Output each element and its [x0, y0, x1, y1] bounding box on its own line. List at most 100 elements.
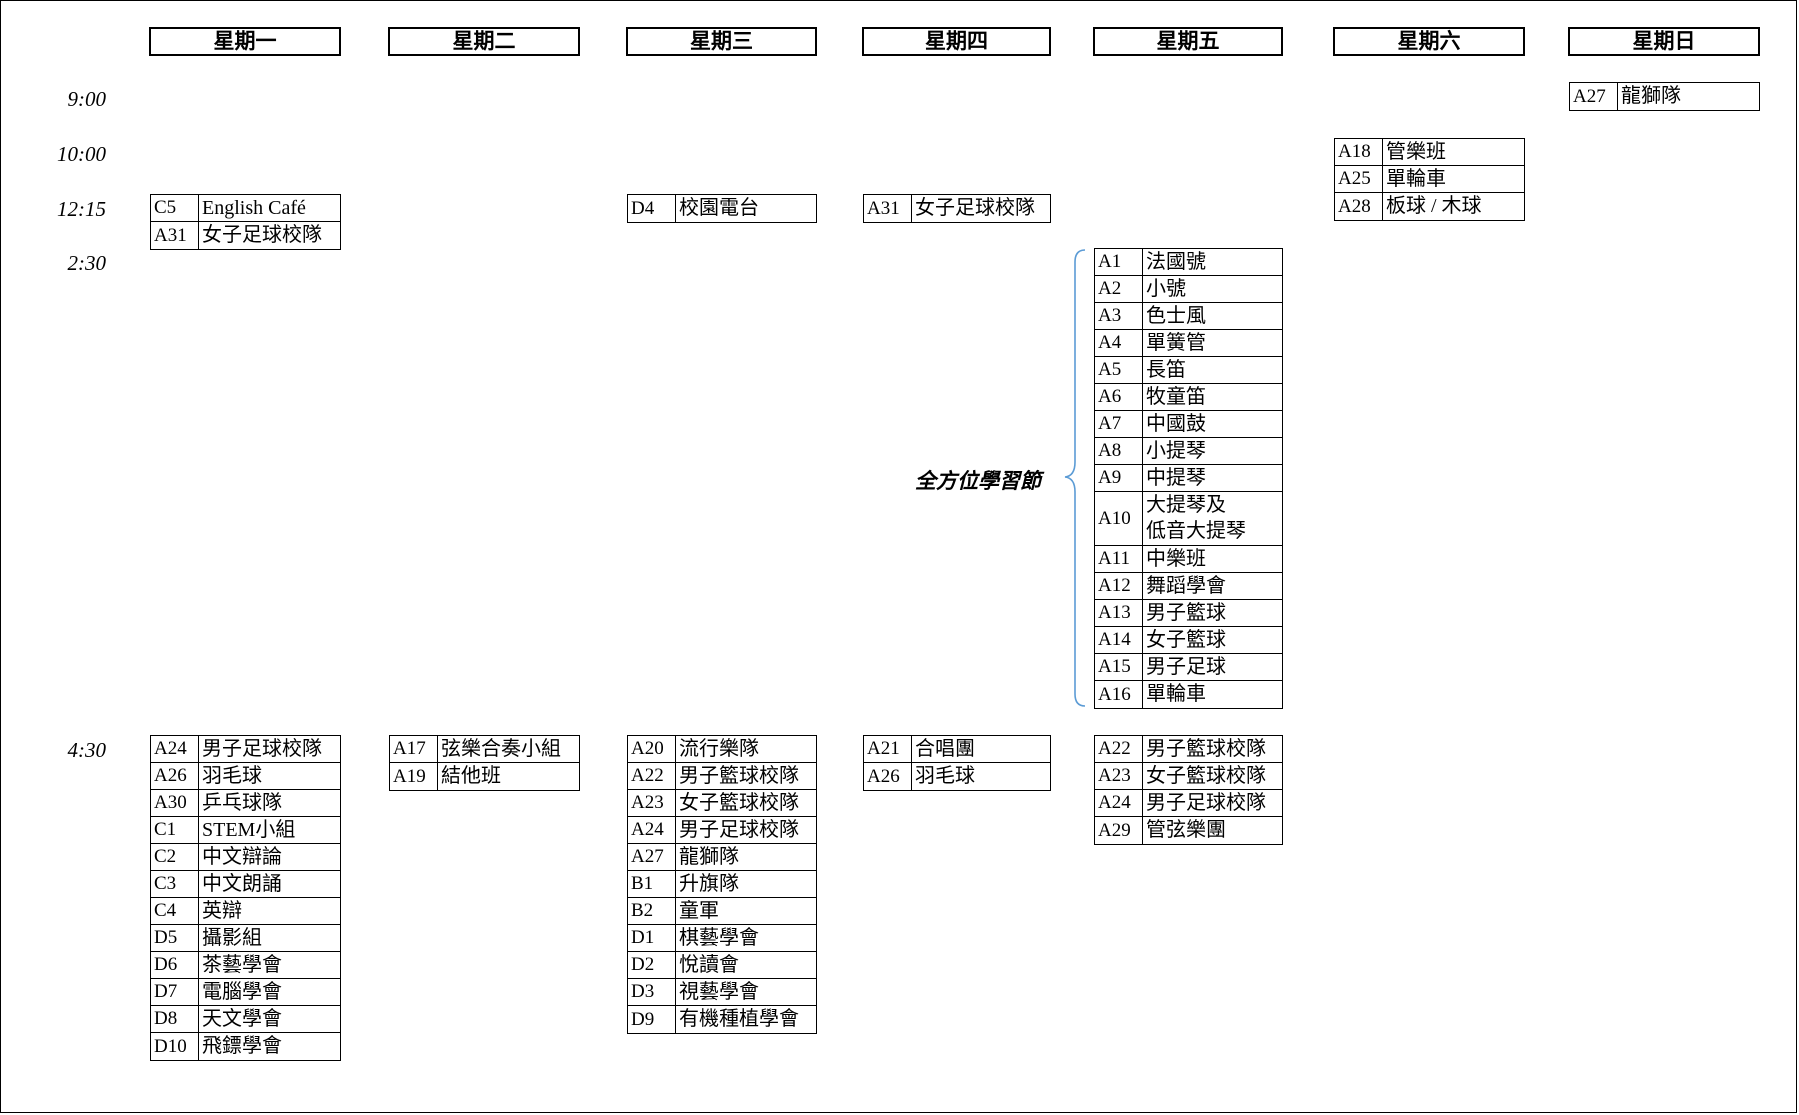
activity-name-line: 大提琴及 — [1146, 494, 1226, 516]
activity-name-line: 童軍 — [679, 900, 719, 922]
activity-name-line: 校園電台 — [679, 197, 759, 219]
activity-code: A31 — [151, 222, 199, 249]
activity-name: 女子籃球 — [1143, 627, 1282, 653]
activity-name-line: 女子籃球 — [1146, 629, 1226, 651]
activity-name-line: 長笛 — [1146, 359, 1186, 381]
activity-name: 羽毛球 — [199, 763, 340, 789]
activity-code: A4 — [1095, 330, 1143, 356]
activity-name-line: 管弦樂團 — [1146, 819, 1226, 841]
activity-name-line: 合唱團 — [915, 738, 975, 760]
activity-code: A17 — [390, 736, 438, 762]
activity-code: D6 — [151, 952, 199, 978]
activity-name: 中文辯論 — [199, 844, 340, 870]
bracket-label: 全方位學習節 — [915, 469, 1041, 493]
activity-code: C2 — [151, 844, 199, 870]
activity-code: D9 — [628, 1006, 676, 1033]
time-label-0230: 2:30 — [67, 251, 107, 275]
activity-name: 女子籃球校隊 — [676, 790, 816, 816]
activity-name-line: 女子籃球校隊 — [1146, 765, 1266, 787]
day-header-wed: 星期三 — [626, 27, 817, 56]
activity-name-line: English Café — [202, 197, 306, 219]
activity-name-line: 流行樂隊 — [679, 738, 759, 760]
activity-name-line: 乒乓球隊 — [202, 792, 282, 814]
activity-code: A9 — [1095, 465, 1143, 491]
activity-code: A24 — [628, 817, 676, 843]
activity-name: 中文朗誦 — [199, 871, 340, 897]
activity-name-line: 管樂班 — [1386, 141, 1446, 163]
activity-name: English Café — [199, 195, 340, 221]
activity-name-line: 飛鏢學會 — [202, 1035, 282, 1057]
activity-name-line: 英辯 — [202, 900, 242, 922]
activity-name: 中提琴 — [1143, 465, 1282, 491]
activity-name: 茶藝學會 — [199, 952, 340, 978]
activity-name-line: 茶藝學會 — [202, 954, 282, 976]
activity-name: 女子足球校隊 — [199, 222, 340, 249]
activity-name-line: 弦樂合奏小組 — [441, 738, 561, 760]
activity-name: 男子籃球 — [1143, 600, 1282, 626]
activity-code: C5 — [151, 195, 199, 221]
activity-code: A28 — [1335, 193, 1383, 220]
activity-name-line: 男子籃球校隊 — [1146, 738, 1266, 760]
activity-name: 悅讀會 — [676, 952, 816, 978]
activity-name-line: 法國號 — [1146, 251, 1206, 273]
activity-name: 男子足球校隊 — [676, 817, 816, 843]
activity-name: 合唱團 — [912, 736, 1050, 762]
activity-name: 弦樂合奏小組 — [438, 736, 579, 762]
activity-name-line: 單輪車 — [1146, 683, 1206, 705]
activity-code: A27 — [1570, 83, 1618, 110]
activity-code: B1 — [628, 871, 676, 897]
activity-name: 單輪車 — [1383, 166, 1524, 192]
activity-name: 攝影組 — [199, 925, 340, 951]
activity-name-line: 女子足球校隊 — [915, 197, 1035, 219]
activity-name-line: 龍獅隊 — [679, 846, 739, 868]
activity-name: 男子籃球校隊 — [676, 763, 816, 789]
day-header-sun: 星期日 — [1568, 27, 1760, 56]
activity-name: 龍獅隊 — [1618, 83, 1759, 110]
activity-name: 乒乓球隊 — [199, 790, 340, 816]
activity-code: A8 — [1095, 438, 1143, 464]
activity-code: A22 — [628, 763, 676, 789]
activity-name: 舞蹈學會 — [1143, 573, 1282, 599]
activity-name: 升旗隊 — [676, 871, 816, 897]
activity-name: 羽毛球 — [912, 763, 1050, 790]
activity-name-line: 板球 / 木球 — [1386, 195, 1482, 217]
activity-code: A3 — [1095, 303, 1143, 329]
activity-name-line: 小提琴 — [1146, 440, 1206, 462]
activity-name: 結他班 — [438, 763, 579, 790]
curly-brace-icon — [1064, 249, 1086, 707]
activity-name: 大提琴及低音大提琴 — [1143, 492, 1282, 545]
activity-name: 女子籃球校隊 — [1143, 763, 1282, 789]
activity-name-line: 有機種植學會 — [679, 1008, 799, 1030]
activity-code: A11 — [1095, 546, 1143, 572]
activity-name: 龍獅隊 — [676, 844, 816, 870]
activity-name-line: 攝影組 — [202, 927, 262, 949]
activity-name: 管樂班 — [1383, 139, 1524, 165]
day-header-thu: 星期四 — [862, 27, 1051, 56]
day-header-tue: 星期二 — [388, 27, 580, 56]
activity-code: A29 — [1095, 817, 1143, 844]
activity-name: 長笛 — [1143, 357, 1282, 383]
